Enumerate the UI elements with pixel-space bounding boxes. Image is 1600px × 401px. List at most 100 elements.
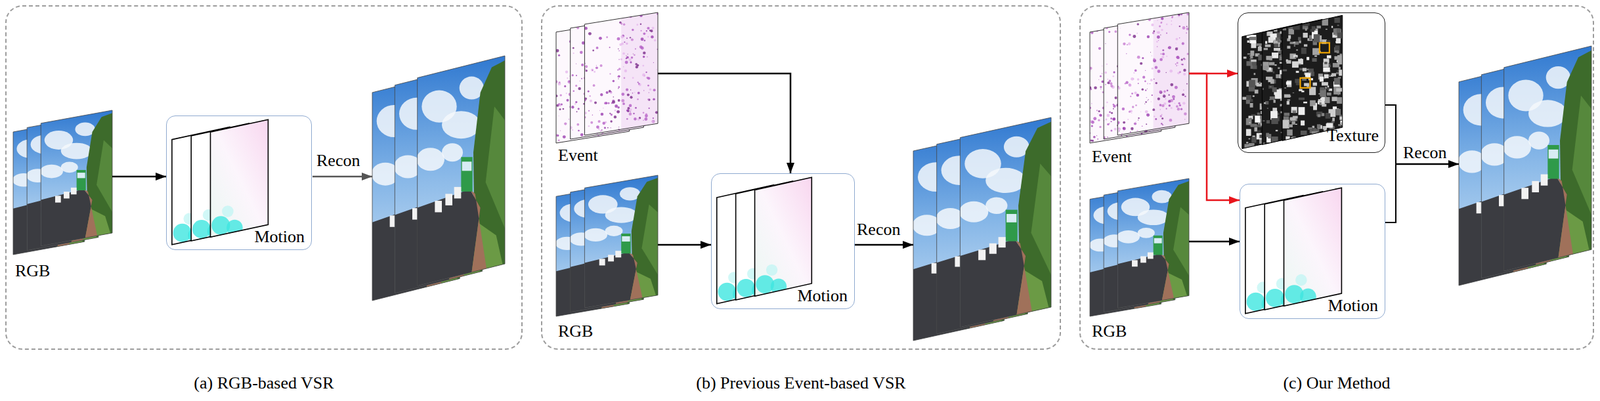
graphic-detail	[575, 63, 577, 65]
graphic-detail	[587, 90, 590, 93]
graphic-detail	[1162, 124, 1164, 126]
graphic-detail	[1292, 139, 1295, 142]
graphic-detail	[562, 135, 566, 139]
graphic-detail	[638, 82, 641, 85]
graphic-detail	[1183, 72, 1186, 76]
graphic-detail	[1187, 53, 1190, 56]
graphic-detail	[1166, 108, 1168, 110]
video-frame	[755, 177, 813, 297]
graphic-detail	[623, 131, 627, 135]
graphic-detail	[607, 254, 614, 262]
graphic-detail	[1273, 71, 1276, 74]
motion-frame-stack	[716, 177, 813, 304]
graphic-detail	[1269, 24, 1273, 28]
graphic-detail	[1183, 58, 1186, 61]
graphic-detail	[1160, 34, 1161, 35]
graphic-detail	[609, 112, 611, 115]
graphic-detail	[1156, 45, 1159, 48]
graphic-detail	[1177, 56, 1180, 60]
graphic-detail	[1118, 127, 1121, 130]
graphic-detail	[639, 45, 643, 49]
graphic-detail	[1263, 25, 1270, 29]
graphic-detail	[1266, 55, 1273, 60]
graphic-detail	[1177, 64, 1179, 66]
graphic-detail	[577, 87, 581, 90]
graphic-detail	[623, 76, 626, 79]
video-frame	[40, 110, 113, 247]
graphic-detail	[1167, 47, 1170, 49]
graphic-detail	[1171, 15, 1174, 18]
graphic-detail	[572, 89, 575, 92]
graphic-detail	[1266, 146, 1272, 152]
graphic-detail	[1122, 126, 1126, 130]
graphic-detail	[1139, 62, 1143, 65]
graphic-detail	[1268, 36, 1274, 43]
graphic-detail	[576, 19, 578, 22]
graphic-detail	[647, 76, 650, 80]
graphic-detail	[61, 143, 93, 160]
graphic-detail	[563, 85, 566, 88]
graphic-detail	[1269, 24, 1274, 29]
graphic-detail	[1183, 89, 1185, 91]
graphic-detail	[609, 72, 611, 75]
graphic-detail	[1137, 78, 1140, 81]
graphic-detail	[655, 110, 658, 114]
graphic-detail	[1112, 103, 1115, 106]
event-frame-stack	[1088, 11, 1190, 145]
graphic-detail	[629, 108, 632, 111]
graphic-detail	[1146, 82, 1149, 85]
graphic-detail	[568, 118, 570, 120]
graphic-detail	[1261, 145, 1268, 153]
graphic-detail	[627, 141, 631, 145]
graphic-detail	[1258, 148, 1264, 152]
graphic-detail	[579, 51, 584, 55]
graphic-detail	[649, 29, 652, 32]
graphic-detail	[1157, 69, 1161, 73]
graphic-detail	[616, 132, 620, 136]
graphic-detail	[1164, 98, 1167, 100]
graphic-detail	[63, 191, 70, 199]
graphic-detail	[652, 126, 655, 129]
graphic-detail	[1112, 70, 1115, 73]
graphic-detail	[1266, 120, 1270, 124]
graphic-detail	[1165, 133, 1167, 135]
video-frame	[583, 12, 659, 136]
graphic-detail	[630, 89, 631, 90]
graphic-detail	[1117, 12, 1190, 136]
graphic-detail	[575, 74, 578, 77]
graphic-detail	[1146, 88, 1148, 90]
graphic-detail	[1244, 143, 1251, 153]
graphic-detail	[588, 125, 590, 127]
graphic-detail	[1254, 127, 1258, 132]
graphic-detail	[558, 81, 561, 84]
graphic-detail	[599, 110, 601, 111]
graphic-detail	[1112, 108, 1115, 110]
graphic-detail	[592, 69, 594, 71]
graphic-detail	[1107, 78, 1109, 80]
graphic-detail	[1265, 41, 1268, 44]
graphic-detail	[559, 108, 562, 111]
graphic-detail	[1282, 69, 1288, 72]
rgb-frame-stack	[555, 175, 658, 317]
graphic-detail	[1145, 123, 1147, 125]
graphic-detail	[642, 55, 645, 58]
graphic-detail	[1120, 27, 1121, 29]
graphic-detail	[648, 107, 650, 109]
graphic-detail	[1096, 109, 1098, 111]
graphic-detail	[1166, 55, 1168, 58]
graphic-detail	[1158, 25, 1161, 28]
frame-outline	[210, 119, 268, 238]
graphic-detail	[1179, 70, 1182, 73]
graphic-detail	[624, 69, 628, 73]
graphic-detail	[1307, 127, 1313, 130]
graphic-detail	[1106, 114, 1110, 118]
graphic-detail	[605, 225, 624, 237]
graphic-detail	[648, 91, 650, 93]
graphic-detail	[598, 36, 603, 41]
graphic-detail	[1186, 27, 1190, 31]
graphic-detail	[1279, 31, 1282, 35]
graphic-detail	[1131, 140, 1134, 142]
graphic-detail	[1184, 118, 1186, 120]
graphic-detail	[592, 49, 595, 52]
